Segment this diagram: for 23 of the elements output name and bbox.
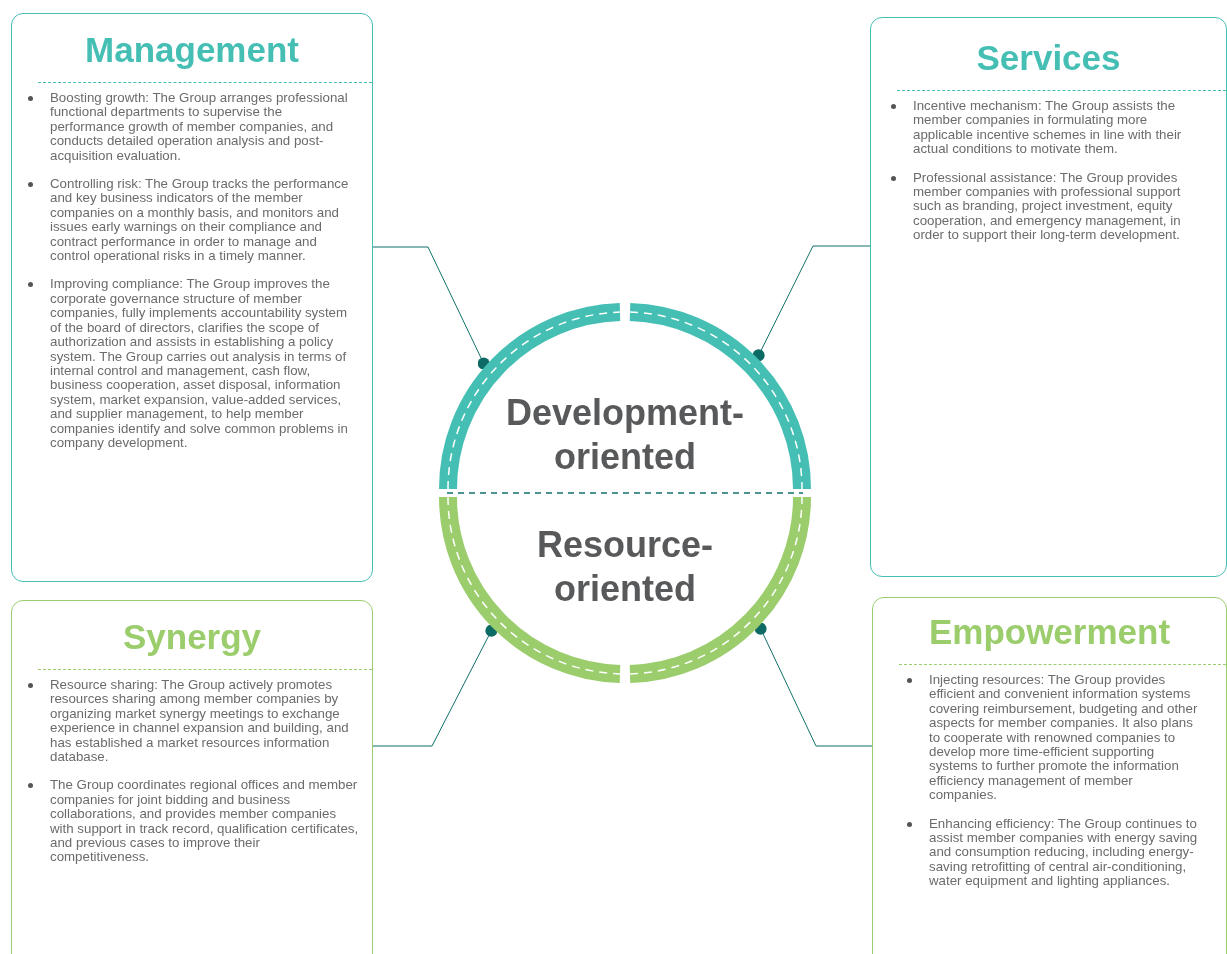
- info-card: [11, 600, 373, 954]
- bullet-text: Injecting resources: The Group provides efficient and convenient information systems covering reimbursement, budgeting and other aspects for member companies. It also plans to cooperate with renowned companies to develop more time-efficient supporting systems to further promote the information efficiency management of member companies.: [929, 673, 1199, 803]
- bullet-text: Incentive mechanism: The Group assists the member companies in formulating more applicable incentive schemes in line with their actual conditions to motivate them.: [913, 99, 1183, 157]
- bullet-text: Professional assistance: The Group provides member companies with professional support such as branding, project investment, equity cooperation, and emergency management, in order to support their long-term development.: [913, 170, 1182, 243]
- center-label: Resource-oriented: [535, 523, 715, 611]
- card-heading: Management: [85, 30, 299, 70]
- leader-line: [372, 624, 498, 747]
- bullet-text: Improving compliance: The Group improves the corporate governance structure of member companies, fully implements accountability system of the board of directors, clarifies the scope of authorization and assists in establishing a policy system. The Group carries out analysis in terms of internal control and management, cash flow, business cooperation, asset disposal, information system, market expansion, value-added services, and supplier management, to help member companies identify and solve common problems in company development.: [50, 277, 349, 451]
- info-card: [870, 17, 1227, 577]
- card-heading: Services: [976, 38, 1121, 78]
- card-heading: Empowerment: [928, 612, 1171, 652]
- info-card: [11, 13, 373, 582]
- bullet-text: The Group coordinates regional offices and member companies for joint bidding and business collaborations, and provides member companies with support in track record, qualification certificates, and previous cases to improve their competitiveness.: [50, 778, 360, 865]
- leader-line: [372, 246, 490, 370]
- bullet-text: Resource sharing: The Group actively promotes resources sharing among member companies by organizing market synergy meetings to exchange experience in channel expansion and building, and has established a market resources information database.: [50, 678, 350, 765]
- card-heading: Synergy: [122, 617, 262, 657]
- center-label: Development-oriented: [504, 391, 745, 479]
- bullet-text: Controlling risk: The Group tracks the performance and key business indicators of the member companies on a monthly basis, and monitors and issues early warnings on their compliance and contract performance in order to manage and control operational risks in a timely manner.: [50, 177, 350, 264]
- leader-line: [752, 245, 871, 362]
- bullet-text: Boosting growth: The Group arranges professional functional departments to supervise the performance growth of member companies, and conducts detailed operation analysis and post-acquisition evaluation.: [50, 91, 349, 164]
- bullet-text: Enhancing efficiency: The Group continues to assist member companies with energy saving and consumption reducing, including energy-saving retrofitting of central air-conditioning, water equipment and lighting appliances.: [929, 816, 1199, 889]
- info-card: [872, 597, 1227, 954]
- leader-line: [754, 622, 873, 747]
